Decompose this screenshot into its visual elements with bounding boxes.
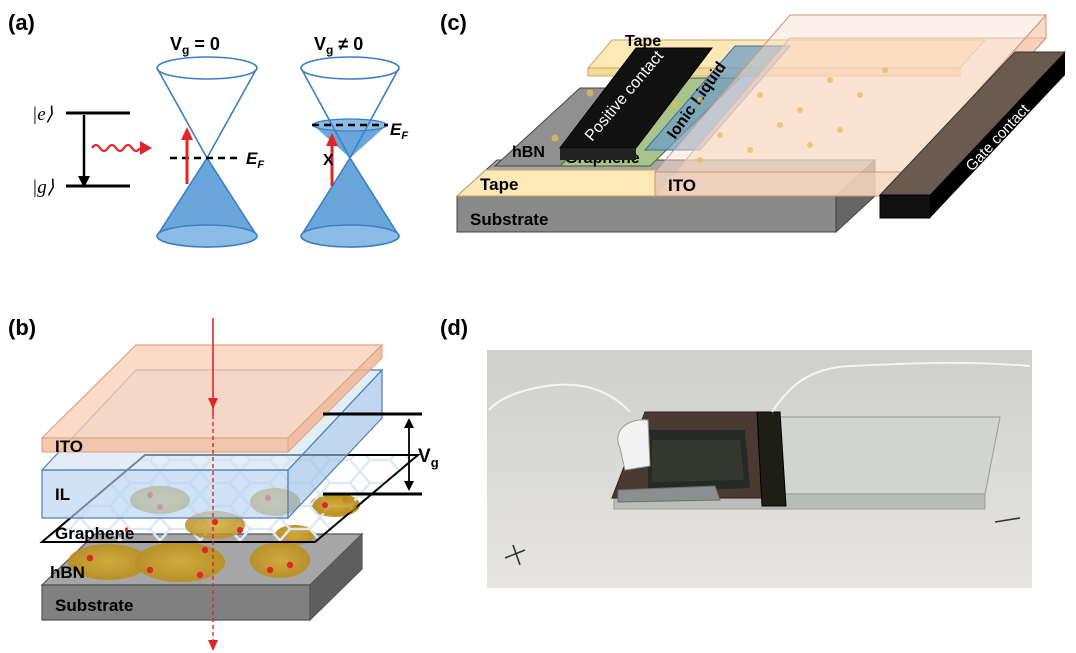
- svg-text:EF: EF: [246, 149, 264, 171]
- b-il-label: IL: [55, 485, 70, 504]
- cone2-v: V: [314, 34, 326, 54]
- dirac-cone-1: Vg = 0 EF: [156, 34, 264, 248]
- c-substrate-label: Substrate: [470, 210, 548, 229]
- cone1-top-ellipse: [156, 56, 258, 80]
- panel-d-label: (d): [440, 315, 468, 340]
- blocked-x-mark: X: [323, 152, 334, 169]
- cone2-top-ellipse: [300, 56, 400, 80]
- c-particles: [551, 67, 888, 163]
- c-hbn-label: hBN: [512, 144, 545, 161]
- dirac-cone-2: Vg ≠ 0 EF X: [300, 34, 408, 248]
- decay-arrow-head: [78, 176, 90, 188]
- c-tape-top-label: Tape: [625, 33, 661, 50]
- panel-a-label: (a): [8, 10, 35, 35]
- c-tape-bottom-label: Tape: [480, 175, 518, 194]
- b-graphene-label: Graphene: [55, 524, 134, 543]
- cone1-eq: = 0: [189, 34, 220, 54]
- c-ito-label: ITO: [668, 176, 696, 195]
- panel-a: (a) |e⟩ |g⟩ Vg = 0 EF: [8, 10, 408, 248]
- photon-arrow-head: [140, 141, 152, 155]
- il-front: [41, 469, 289, 519]
- panel-b: (b) Substrate hBN Graphene IL: [8, 315, 439, 651]
- state-e-label: |e⟩: [32, 104, 54, 125]
- svg-text:Vg = 0: Vg = 0: [170, 34, 220, 57]
- photo-wire-right: [771, 361, 1031, 413]
- hbn-flake: [135, 542, 225, 582]
- b-vg-label: V: [418, 446, 431, 467]
- photon-wavy-arrow: [91, 143, 141, 153]
- svg-text:Vg: Vg: [418, 446, 439, 470]
- panel-b-label: (b): [8, 315, 36, 340]
- cone1-g: g: [182, 43, 189, 57]
- cone1-v: V: [170, 34, 182, 54]
- beam-arrowhead: [208, 640, 218, 651]
- svg-text:Vg ≠ 0: Vg ≠ 0: [314, 34, 363, 57]
- c-tape-bottom: [455, 169, 657, 197]
- b-ito-label: ITO: [55, 437, 83, 456]
- panel-c: (c) Substrate Tape Tape Graphene hBN Pos…: [440, 10, 1067, 234]
- svg-text:EF: EF: [390, 120, 408, 142]
- cone1-ef: E: [246, 149, 258, 168]
- cone2-filled-band: [313, 125, 387, 158]
- panel-c-label: (c): [440, 10, 467, 35]
- cone2-ef: E: [390, 120, 402, 139]
- state-g-label: |g⟩: [32, 177, 55, 198]
- panel-d: (d): [440, 315, 1032, 588]
- hbn-flake: [250, 542, 310, 578]
- b-hbn-label: hBN: [50, 563, 85, 582]
- b-substrate-label: Substrate: [55, 596, 133, 615]
- hbn-flake: [68, 544, 148, 580]
- photo-white-tape: [617, 419, 651, 471]
- cone2-eq: ≠ 0: [333, 34, 363, 54]
- photo-wire-left: [488, 383, 631, 413]
